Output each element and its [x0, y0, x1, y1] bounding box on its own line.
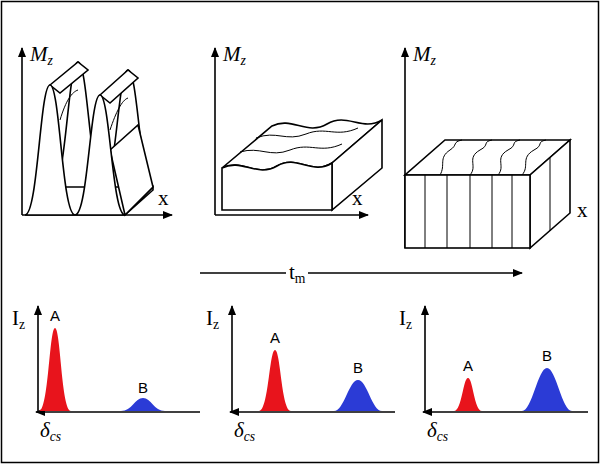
peak-label: A	[50, 308, 60, 323]
axis-label: Iz	[12, 308, 25, 329]
mixing-time-arrow	[200, 272, 522, 274]
axis-label: Mz	[30, 44, 53, 65]
axis-label: x	[158, 188, 169, 209]
axis-label: δcs	[234, 420, 255, 441]
axis-label: Iz	[399, 308, 412, 329]
peak-label: B	[138, 380, 148, 395]
magnetization-plot-equilibrium	[405, 48, 570, 248]
peak-label: A	[270, 330, 280, 345]
spectral-peaks	[39, 328, 572, 411]
mixing-time-label: tm	[286, 262, 308, 283]
axis-label: x	[352, 188, 363, 209]
peak-label: B	[353, 360, 363, 375]
magnetization-plot-intermediate	[215, 48, 382, 215]
axis-label: x	[577, 200, 588, 221]
axis-label: Iz	[206, 308, 219, 329]
axis-label: Mz	[223, 44, 246, 65]
peak-label: A	[463, 358, 473, 373]
spectrum-axes	[36, 306, 588, 412]
peak-label: B	[542, 348, 552, 363]
axis-label: Mz	[413, 44, 436, 65]
axis-label: δcs	[40, 420, 61, 441]
axis-label: δcs	[427, 420, 448, 441]
magnetization-plot-initial	[22, 48, 172, 215]
